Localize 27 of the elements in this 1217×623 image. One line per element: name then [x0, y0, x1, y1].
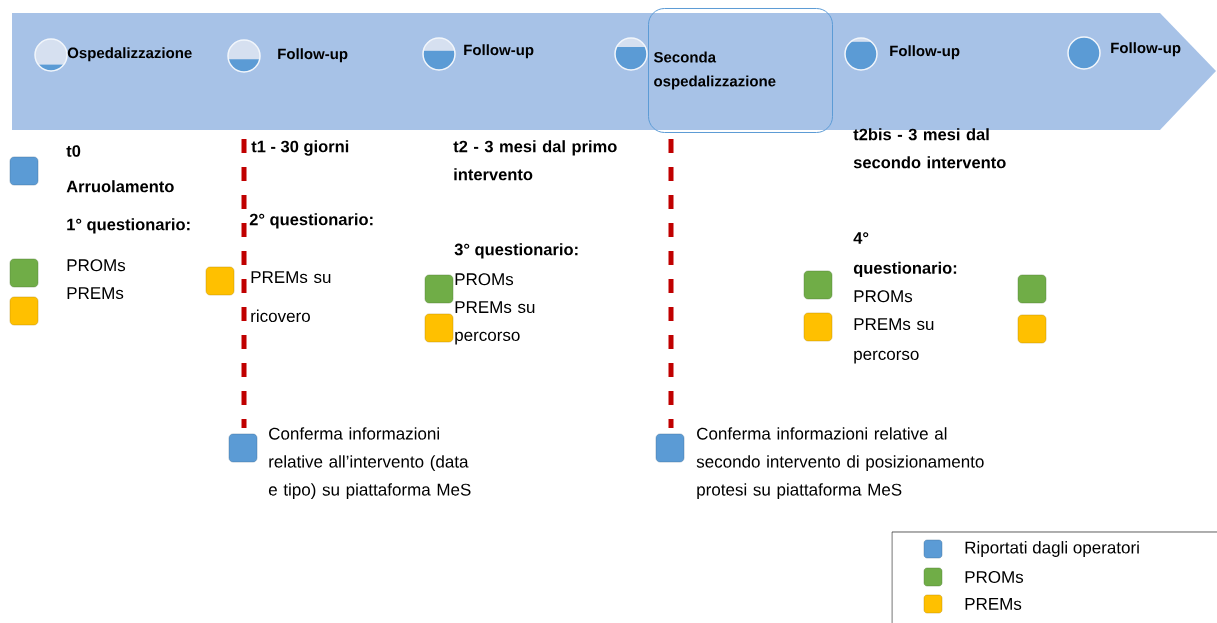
questionnaire-item: PREMs su ricovero — [251, 271, 331, 323]
questionnaire-heading: 1° questionario: — [67, 218, 190, 234]
legend-label: Riportati dagli operatori — [965, 541, 1139, 557]
questionnaire-item: PREMs su percorso — [455, 301, 535, 345]
stage-label: Ospedalizzazione — [67, 47, 192, 62]
stage-label: Follow-up — [464, 44, 534, 59]
questionnaire-heading: 2° questionario: — [249, 213, 373, 229]
questionnaire-item: PROMs — [455, 273, 514, 286]
stage-label: Follow-up — [890, 45, 960, 60]
enrolment-label: Arruolamento — [66, 180, 174, 193]
questionnaire-heading: 3° questionario: — [454, 243, 578, 259]
questionnaire-item: PROMs — [854, 290, 913, 303]
stage-label: Follow-up — [1111, 42, 1181, 57]
questionnaire-heading: 4° questionario: — [853, 232, 957, 278]
time-point-label: t2 - 3 mesi dal primo intervento — [453, 140, 617, 181]
legend-label: PROMs — [965, 570, 1024, 583]
note-text: Conferma informazioni relative al secondo intervento di posizionamento protesi su piattaforma MeS — [696, 427, 984, 500]
time-point-label: t0 — [66, 145, 81, 157]
stage-label: Follow-up — [278, 48, 348, 63]
questionnaire-item: PROMs — [67, 259, 126, 272]
questionnaire-item: PREMs — [67, 287, 124, 300]
stage-box: Seconda ospedalizzazione — [648, 8, 833, 133]
note-text: Conferma informazioni relative all’intervento (data e tipo) su piattaforma MeS — [268, 427, 471, 500]
questionnaire-item: PREMs su percorso — [854, 318, 934, 364]
time-point-label: t1 - 30 giorni — [251, 140, 349, 156]
legend-label: PREMs — [965, 598, 1022, 610]
time-point-label: t2bis - 3 mesi dal secondo intervento — [853, 128, 1006, 169]
